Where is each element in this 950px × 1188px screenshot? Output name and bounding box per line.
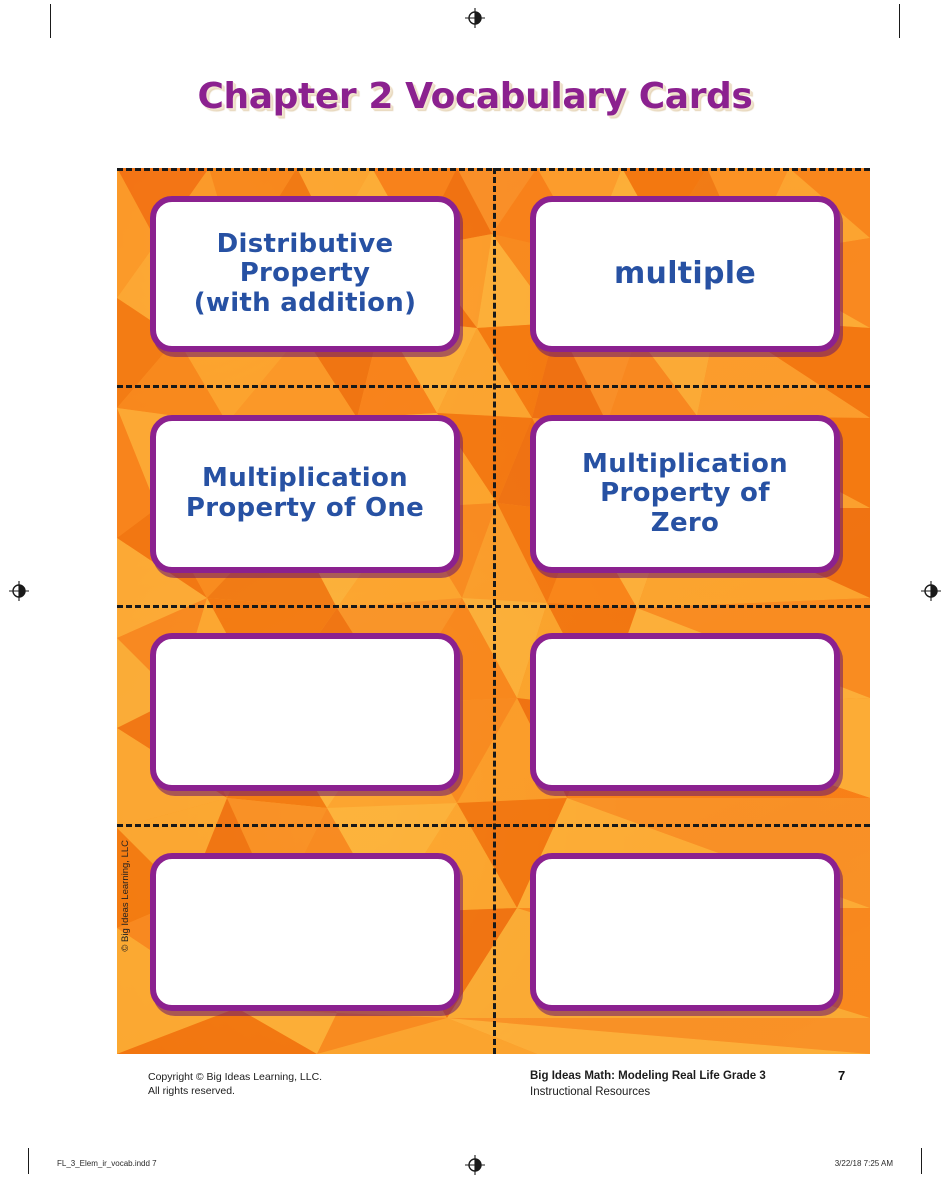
crop-mark-top-right xyxy=(899,4,900,38)
print-slug-timestamp: 3/22/18 7:25 AM xyxy=(834,1159,893,1168)
page-title: Chapter 2 Vocabulary Cards xyxy=(197,76,753,117)
registration-mark-top xyxy=(465,8,485,28)
crop-mark-top-left xyxy=(50,4,51,38)
footer-book-subtitle: Instructional Resources xyxy=(530,1086,651,1099)
registration-mark-bottom xyxy=(465,1155,485,1175)
vocabulary-card-term: multiple xyxy=(613,255,757,291)
sheet-copyright-vertical: © Big Ideas Learning, LLC xyxy=(120,840,131,952)
cut-guide-vertical-center xyxy=(493,168,496,1054)
vocabulary-card-blank[interactable] xyxy=(150,853,460,1011)
vocabulary-card[interactable]: multiple xyxy=(530,196,840,352)
footer-copyright-line2: All rights reserved. xyxy=(148,1085,235,1098)
vocabulary-card-blank[interactable] xyxy=(530,853,840,1011)
vocabulary-card-blank[interactable] xyxy=(530,633,840,791)
footer-copyright: Copyright © Big Ideas Learning, LLC. All… xyxy=(148,1070,322,1098)
registration-mark-left xyxy=(9,581,29,601)
footer-book-info: Big Ideas Math: Modeling Real Life Grade… xyxy=(530,1068,766,1100)
footer-book-title: Big Ideas Math: Modeling Real Life Grade… xyxy=(530,1070,766,1082)
slug-rule-left xyxy=(28,1148,29,1174)
vocabulary-card-blank[interactable] xyxy=(150,633,460,791)
registration-mark-right xyxy=(921,581,941,601)
page-number: 7 xyxy=(838,1068,846,1083)
print-slug-filename: FL_3_Elem_ir_vocab.indd 7 xyxy=(57,1159,157,1168)
slug-rule-right xyxy=(921,1148,922,1174)
footer-copyright-line1: Copyright © Big Ideas Learning, LLC. xyxy=(148,1071,323,1083)
